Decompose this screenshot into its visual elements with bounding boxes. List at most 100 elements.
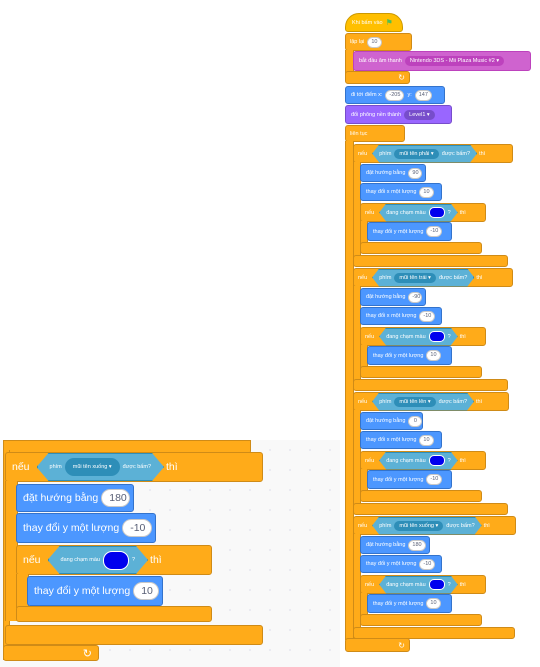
key-pressed-sensing[interactable]: phím mũi tên xuống ▾ được bấm?: [37, 453, 164, 481]
change-y-input[interactable]: 10: [133, 582, 159, 600]
touching-color-sensing[interactable]: đang chạm màu ?: [379, 328, 458, 346]
point-direction-block[interactable]: đặt hướng bằng 180: [360, 536, 430, 554]
goto-xy-block[interactable]: đi tới điểm x: -205 y: 147: [345, 86, 445, 104]
point-dir-label: đặt hướng bằng: [366, 418, 406, 424]
touching-color-sensing[interactable]: đang chạm màu ?: [379, 452, 458, 470]
forever-block[interactable]: liên tục: [345, 125, 405, 142]
if-label: nếu: [358, 398, 368, 405]
if-key-left-block[interactable]: nếu phím mũi tên trái ▾ được bấm? thì: [353, 268, 513, 287]
then-label: thì: [150, 554, 162, 566]
change-y-input[interactable]: -10: [426, 474, 443, 485]
caret-down-icon: ▾: [108, 464, 112, 470]
zoom-change-y-block-2[interactable]: thay đổi y một lượng 10: [27, 576, 163, 606]
change-y-block[interactable]: thay đổi y một lượng -10: [360, 555, 442, 573]
change-x-block[interactable]: thay đổi x một lượng -10: [360, 307, 442, 325]
goto-y-input[interactable]: 147: [414, 89, 432, 101]
change-y-block[interactable]: thay đổi y một lượng 10: [367, 346, 452, 365]
then-label: thì: [459, 333, 466, 340]
repeat-end: ↻: [345, 71, 410, 84]
backdrop-dropdown[interactable]: Level1 ▾: [404, 109, 435, 120]
change-x-input[interactable]: 10: [419, 186, 434, 198]
change-y-label: thay đổi y một lượng: [373, 352, 424, 359]
zoom-if-end: [16, 606, 212, 622]
if-key-right-block[interactable]: nếu phím mũi tên phải ▾ được bấm? thì: [353, 144, 513, 163]
if-key-up-block[interactable]: nếu phím mũi tên lên ▾ được bấm? thì: [353, 392, 509, 411]
key-dropdown[interactable]: mũi tên xuống ▾: [394, 521, 443, 531]
change-y-block[interactable]: thay đổi y một lượng 10: [367, 594, 452, 613]
change-y-input[interactable]: 10: [426, 350, 441, 361]
change-y-input[interactable]: -10: [419, 558, 436, 570]
point-dir-label: đặt hướng bằng: [366, 542, 406, 548]
color-swatch[interactable]: [429, 455, 445, 466]
touching-color-sensing[interactable]: đang chạm màu ?: [379, 576, 458, 594]
caret-down-icon: ▾: [426, 111, 430, 118]
when-flag-clicked-block[interactable]: Khi bấm vào ⚑: [345, 13, 403, 32]
then-label: thì: [476, 398, 483, 405]
direction-input[interactable]: -90: [408, 291, 423, 303]
sound-dropdown[interactable]: Nintendo 3DS - Mii Plaza Music #2 ▾: [404, 56, 505, 66]
point-direction-block[interactable]: đặt hướng bằng 0: [360, 412, 423, 430]
if-end: [360, 366, 482, 378]
if-label: nếu: [358, 274, 368, 281]
change-y-input[interactable]: -10: [426, 226, 443, 237]
direction-input[interactable]: 90: [408, 167, 423, 179]
key-dropdown[interactable]: mũi tên trái ▾: [394, 273, 436, 283]
change-x-block[interactable]: thay đổi x một lượng 10: [360, 431, 442, 449]
caret-down-icon: ▾: [427, 398, 431, 405]
touching-color-sensing[interactable]: đang chạm màu ?: [379, 204, 458, 222]
zoom-if-key-down-block[interactable]: nếu phím mũi tên xuống ▾ được bấm? thì: [5, 452, 263, 482]
color-swatch[interactable]: [429, 207, 445, 218]
goto-x-input[interactable]: -205: [385, 89, 405, 101]
zoom-change-y-block[interactable]: thay đổi y một lượng -10: [16, 513, 156, 543]
loop-arrow-icon: ↻: [82, 647, 92, 660]
if-end: [360, 490, 482, 502]
color-swatch[interactable]: [429, 579, 445, 590]
change-y-input[interactable]: 10: [426, 598, 441, 609]
point-dir-label: đặt hướng bằng: [366, 170, 406, 176]
point-direction-block[interactable]: đặt hướng bằng 90: [360, 164, 426, 182]
change-x-input[interactable]: 10: [419, 434, 434, 446]
color-swatch[interactable]: [103, 551, 129, 570]
loop-arrow-icon: ↻: [398, 73, 405, 82]
if-touching-color-block[interactable]: nếu đang chạm màu ? thì: [360, 451, 486, 470]
key-dropdown[interactable]: mũi tên phải ▾: [394, 149, 438, 159]
key-pressed-sensing[interactable]: phím mũi tên xuống ▾ được bấm?: [372, 517, 481, 535]
key-pressed-sensing[interactable]: phím mũi tên lên ▾ được bấm?: [372, 393, 474, 411]
color-swatch[interactable]: [429, 331, 445, 342]
touching-color-sensing[interactable]: đang chạm màu ?: [48, 546, 149, 574]
caret-down-icon: ▾: [496, 58, 500, 64]
if-touching-color-block[interactable]: nếu đang chạm màu ? thì: [360, 203, 486, 222]
change-y-label: thay đổi y một lượng: [23, 522, 120, 534]
change-x-block[interactable]: thay đổi x một lượng 10: [360, 183, 442, 201]
repeat-label: lặp lại: [350, 39, 365, 45]
change-y-input[interactable]: -10: [122, 519, 152, 537]
direction-input[interactable]: 180: [408, 539, 426, 551]
then-label: thì: [459, 581, 466, 588]
if-label: nếu: [365, 333, 375, 340]
key-dropdown[interactable]: mũi tên xuống ▾: [65, 458, 120, 476]
zoom-point-direction-block[interactable]: đặt hướng bằng 180: [16, 484, 134, 512]
if-key-down-block[interactable]: nếu phím mũi tên xuống ▾ được bấm? thì: [353, 516, 516, 535]
key-dropdown[interactable]: mũi tên lên ▾: [394, 397, 435, 407]
direction-input[interactable]: 180: [101, 489, 130, 507]
start-sound-block[interactable]: bắt đầu âm thanh Nintendo 3DS - Mii Plaz…: [353, 51, 531, 71]
key-pressed-sensing[interactable]: phím mũi tên phải ▾ được bấm?: [372, 145, 477, 163]
switch-backdrop-block[interactable]: đổi phông nền thành Level1 ▾: [345, 105, 452, 124]
change-x-input[interactable]: -10: [419, 310, 436, 322]
then-label: thì: [459, 457, 466, 464]
if-label: nếu: [358, 150, 368, 157]
if-touching-color-block[interactable]: nếu đang chạm màu ? thì: [360, 575, 486, 594]
point-direction-block[interactable]: đặt hướng bằng -90: [360, 288, 426, 306]
change-y-block[interactable]: thay đổi y một lượng -10: [367, 470, 452, 489]
zoom-if-touching-color-block[interactable]: nếu đang chạm màu ? thì: [16, 545, 212, 575]
green-flag-icon: ⚑: [385, 18, 393, 27]
direction-input[interactable]: 0: [408, 415, 423, 427]
if-end: [360, 242, 482, 254]
repeat-count-input[interactable]: 10: [367, 36, 382, 48]
if-touching-color-block[interactable]: nếu đang chạm màu ? thì: [360, 327, 486, 346]
change-y-block[interactable]: thay đổi y một lượng -10: [367, 222, 452, 241]
point-dir-label: đặt hướng bằng: [23, 492, 99, 504]
key-pressed-sensing[interactable]: phím mũi tên trái ▾ được bấm?: [372, 269, 474, 287]
repeat-block[interactable]: lặp lại 10: [345, 33, 412, 51]
change-x-label: thay đổi x một lượng: [366, 313, 417, 319]
